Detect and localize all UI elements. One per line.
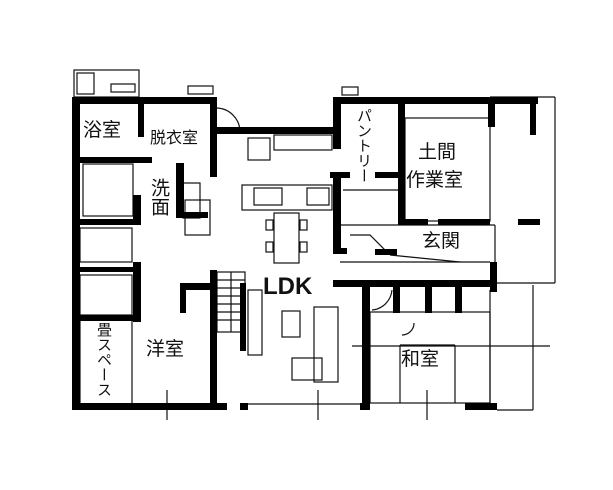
wall xyxy=(488,97,495,127)
wall xyxy=(176,163,184,218)
room-label-washroom: 洗面 xyxy=(148,178,170,216)
thin-lines xyxy=(73,69,556,420)
wall xyxy=(490,262,497,292)
fixture-outline xyxy=(265,219,274,231)
wall xyxy=(72,97,80,410)
wall xyxy=(333,97,538,104)
fixture-outline xyxy=(273,134,333,151)
wall xyxy=(133,262,141,322)
wall xyxy=(518,219,540,225)
entrance-step-lines xyxy=(350,234,461,263)
fixture-outline xyxy=(313,306,339,383)
fixture-outline xyxy=(306,187,330,206)
fixture-outline xyxy=(241,184,333,211)
wall xyxy=(438,219,490,225)
wall xyxy=(176,212,208,218)
fixture-outline xyxy=(76,72,95,95)
wall xyxy=(333,280,497,287)
room-label-bath: 浴室 xyxy=(83,119,122,141)
room-label-tatami-space: 畳スペース xyxy=(95,322,113,397)
wall xyxy=(133,195,141,225)
fixture-outline xyxy=(281,310,301,338)
wall xyxy=(330,172,350,178)
wall xyxy=(180,283,186,313)
wall xyxy=(210,270,217,410)
wall xyxy=(80,315,140,321)
room-label-pantry: パントリー xyxy=(355,108,373,183)
fixture-outline xyxy=(79,227,133,263)
wall xyxy=(80,219,140,225)
wall xyxy=(180,283,216,290)
fixture-outline xyxy=(187,85,214,95)
wall xyxy=(80,267,140,272)
wall xyxy=(333,248,347,254)
wall xyxy=(72,157,152,163)
wall xyxy=(375,249,397,255)
wall xyxy=(362,280,370,410)
wall xyxy=(398,219,428,225)
fixture-outline xyxy=(273,212,300,264)
fixture-outline xyxy=(82,163,134,217)
wall xyxy=(425,283,432,313)
wall xyxy=(530,97,536,135)
room-label-entrance: 玄関 xyxy=(422,230,461,252)
fixture-outline xyxy=(247,289,263,356)
fixture-outline xyxy=(79,274,133,316)
room-label-doma-line1: 土間 xyxy=(418,141,457,163)
wall xyxy=(393,283,400,313)
fixture-outline xyxy=(291,357,323,381)
wall xyxy=(210,97,217,177)
room-label-dressing: 脱衣室 xyxy=(150,128,199,147)
room-label-doma-line2: 作業室 xyxy=(406,169,464,191)
wall xyxy=(375,172,400,178)
fixture-outline xyxy=(341,86,359,96)
wall xyxy=(455,283,462,313)
wall xyxy=(216,127,334,134)
wall xyxy=(398,97,405,225)
fixture-outline xyxy=(299,219,308,231)
fixture-outline xyxy=(253,187,283,206)
wall xyxy=(138,97,144,137)
wall xyxy=(333,173,341,253)
fixture-outline xyxy=(265,241,274,253)
wall xyxy=(240,403,248,410)
wall xyxy=(465,403,497,410)
fixture-outline xyxy=(299,241,308,253)
wall xyxy=(333,97,341,149)
room-label-ldk: LDK xyxy=(263,273,313,300)
fixture-outline xyxy=(110,83,136,93)
room-label-western-room: 洋室 xyxy=(146,338,185,360)
walls xyxy=(72,97,540,410)
fixture-outline xyxy=(247,137,271,161)
wall xyxy=(72,403,227,410)
room-label-japanese-room: 和室 xyxy=(401,348,440,370)
wall xyxy=(72,97,217,104)
wall xyxy=(240,283,246,351)
